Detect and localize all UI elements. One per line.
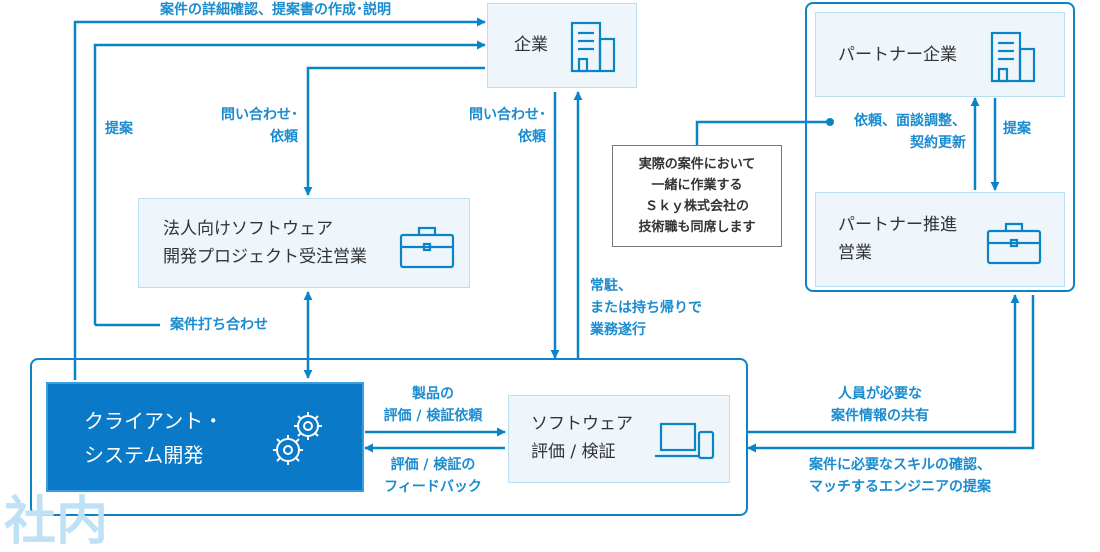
- company-node: 企業: [487, 3, 637, 88]
- note-line4: 技術職も同席します: [638, 220, 756, 235]
- note-box: 実際の案件において 一緒に作業する Ｓｋｙ株式会社の 技術職も同席します: [612, 145, 782, 247]
- label-proposal-left: 提案: [105, 121, 133, 137]
- label-staff-share-2: 案件情報の共有: [831, 408, 929, 424]
- corp-sales-node: 法人向けソフトウェア 開発プロジェクト受注営業: [138, 198, 470, 288]
- label-inquiry-left-2: 依頼: [270, 129, 298, 145]
- note-link-dot: [826, 118, 834, 126]
- software-eval-line1: ソフトウェア: [531, 414, 633, 434]
- label-skill-confirm-2: マッチするエンジニアの提案: [809, 479, 991, 495]
- partner-sales-line1: パートナー推進: [838, 215, 957, 235]
- note-line1: 実際の案件において: [638, 157, 756, 172]
- edge-staff-share: [748, 294, 1020, 434]
- label-inquiry-right-1: 問い合わせ･: [469, 107, 546, 123]
- client-dev-node: クライアント・ システム開発: [46, 382, 364, 492]
- briefcase-icon: [399, 226, 455, 269]
- label-project-meeting: 案件打ち合わせ: [170, 317, 268, 333]
- partner-sales-line2: 営業: [838, 243, 872, 263]
- software-eval-line2: 評価 / 検証: [531, 442, 616, 462]
- label-top-detail: 案件の詳細確認、提案書の作成･説明: [160, 2, 391, 18]
- building-icon: [990, 31, 1036, 83]
- label-resident: 常駐、 または持ち帰りで 業務遂行: [590, 275, 702, 341]
- partner-company-label: パートナー企業: [838, 45, 957, 65]
- label-resident-1: 常駐、: [590, 278, 632, 294]
- label-proposal-right: 提案: [1003, 121, 1031, 137]
- label-request-adjust: 依頼、面談調整、 契約更新: [836, 110, 966, 154]
- building-icon: [570, 21, 616, 73]
- client-dev-line2: システム開発: [84, 443, 204, 467]
- partner-group-frame: [805, 2, 1075, 292]
- label-inquiry-right-2: 依頼: [518, 129, 546, 145]
- label-inquiry-left: 問い合わせ･ 依頼: [188, 104, 298, 148]
- label-request-adjust-2: 契約更新: [910, 135, 966, 151]
- edge-skill-confirm: [747, 295, 1035, 453]
- client-dev-line1: クライアント・: [84, 409, 224, 433]
- briefcase-icon: [986, 222, 1042, 265]
- edge-top-detail: [73, 17, 486, 380]
- label-request-adjust-1: 依頼、面談調整、: [854, 113, 966, 129]
- operations-group-frame: [30, 358, 748, 516]
- label-resident-2: または持ち帰りで: [590, 300, 702, 316]
- label-inquiry-left-1: 問い合わせ･: [221, 107, 298, 123]
- label-eval-feedback-1: 評価 / 検証の: [390, 457, 476, 473]
- note-line2: 一緒に作業する: [651, 178, 743, 193]
- label-skill-confirm: 案件に必要なスキルの確認、 マッチするエンジニアの提案: [775, 454, 1025, 498]
- edge-proposal-left: [93, 40, 486, 325]
- label-inquiry-right: 問い合わせ･ 依頼: [434, 104, 546, 148]
- label-staff-share-1: 人員が必要な: [838, 386, 922, 402]
- corp-sales-line1: 法人向けソフトウェア: [163, 219, 333, 239]
- label-eval-request: 製品の 評価 / 検証依頼: [368, 383, 498, 427]
- edge-inquiry-left: [303, 66, 485, 196]
- note-line3: Ｓｋｙ株式会社の: [644, 199, 749, 214]
- label-eval-request-2: 評価 / 検証依頼: [383, 408, 483, 424]
- software-eval-node: ソフトウェア 評価 / 検証: [508, 395, 730, 483]
- label-eval-feedback: 評価 / 検証の フィードバック: [368, 454, 498, 498]
- edge-note-link: [695, 120, 830, 145]
- partner-sales-node: パートナー推進 営業: [815, 192, 1065, 287]
- company-label: 企業: [514, 35, 548, 55]
- label-skill-confirm-1: 案件に必要なスキルの確認、: [809, 457, 991, 473]
- partner-company-node: パートナー企業: [815, 12, 1065, 97]
- watermark: 社内: [4, 492, 109, 552]
- label-resident-3: 業務遂行: [590, 322, 646, 338]
- label-eval-feedback-2: フィードバック: [384, 479, 482, 495]
- label-eval-request-1: 製品の: [412, 386, 454, 402]
- gears-icon: [273, 412, 322, 465]
- label-staff-share: 人員が必要な 案件情報の共有: [795, 383, 965, 427]
- corp-sales-line2: 開発プロジェクト受注営業: [163, 247, 367, 267]
- laptop-phone-icon: [655, 422, 715, 460]
